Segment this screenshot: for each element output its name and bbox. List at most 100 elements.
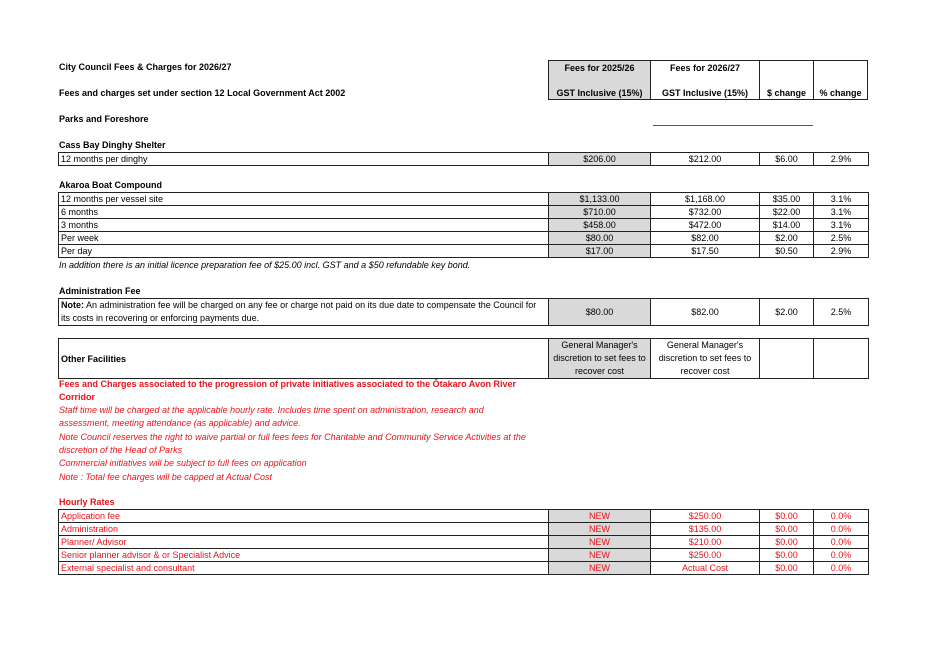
fee-prev: $206.00 bbox=[548, 152, 651, 166]
pct-change: 0.0% bbox=[813, 561, 869, 575]
section-heading: Parks and Foreshore bbox=[59, 114, 149, 124]
dollar-change: $35.00 bbox=[759, 192, 814, 206]
header-fees-prev-label: Fees for 2025/26 bbox=[564, 63, 635, 73]
pct-change: 2.9% bbox=[813, 152, 869, 166]
dollar-change: $6.00 bbox=[759, 152, 814, 166]
pct-change: 3.1% bbox=[813, 205, 869, 219]
fee-description: External specialist and consultant bbox=[58, 561, 549, 575]
avon-note-line: discretion of the Head of Parks bbox=[59, 444, 183, 455]
fee-new: $250.00 bbox=[650, 509, 760, 523]
fee-new: $82.00 bbox=[650, 298, 760, 326]
admin-fee-table: Note: An administration fee will be char… bbox=[58, 298, 869, 326]
header-dollar-change: $ change bbox=[759, 60, 814, 100]
fee-prev: NEW bbox=[548, 548, 651, 562]
table-row: Senior planner advisor & or Specialist A… bbox=[58, 548, 869, 562]
table-row: Other Facilities General Manager's discr… bbox=[58, 338, 869, 379]
fee-description: Application fee bbox=[58, 509, 549, 523]
pct-change: 0.0% bbox=[813, 548, 869, 562]
akaroa-heading: Akaroa Boat Compound bbox=[59, 180, 163, 190]
table-row: Note: An administration fee will be char… bbox=[58, 298, 869, 326]
fee-prev: $458.00 bbox=[548, 218, 651, 232]
header-gst-new-label: GST Inclusive (15%) bbox=[661, 88, 749, 98]
header-fees-prev: Fees for 2025/26 GST Inclusive (15%) bbox=[548, 60, 651, 100]
akaroa-note: In addition there is an initial licence … bbox=[59, 260, 471, 270]
dollar-change bbox=[759, 338, 814, 379]
note-label: Note: bbox=[61, 300, 84, 310]
fee-description: Senior planner advisor & or Specialist A… bbox=[58, 548, 549, 562]
document-subtitle: Fees and charges set under section 12 Lo… bbox=[59, 88, 346, 98]
dollar-change: $0.00 bbox=[759, 522, 814, 536]
dollar-change: $0.50 bbox=[759, 244, 814, 258]
akaroa-table: 12 months per vessel site$1,133.00$1,168… bbox=[58, 192, 869, 258]
header-gst-prev-label: GST Inclusive (15%) bbox=[556, 88, 643, 98]
fee-prev: General Manager's discretion to set fees… bbox=[548, 338, 651, 379]
avon-heading: Fees and Charges associated to the progr… bbox=[59, 379, 516, 389]
fee-description: Per week bbox=[58, 231, 549, 245]
pct-change bbox=[813, 338, 869, 379]
dollar-change: $0.00 bbox=[759, 535, 814, 549]
fee-new: $135.00 bbox=[650, 522, 760, 536]
dollar-change: $22.00 bbox=[759, 205, 814, 219]
header-pct-change: % change bbox=[813, 60, 868, 100]
avon-heading-cont: Corridor bbox=[59, 392, 95, 402]
dollar-change: $14.00 bbox=[759, 218, 814, 232]
pct-change: 0.0% bbox=[813, 535, 869, 549]
dollar-change: $0.00 bbox=[759, 509, 814, 523]
fee-prev: NEW bbox=[548, 535, 651, 549]
pct-change: 2.5% bbox=[813, 231, 869, 245]
other-facilities-table: Other Facilities General Manager's discr… bbox=[58, 338, 869, 379]
fee-prev: NEW bbox=[548, 561, 651, 575]
fee-description: 12 months per dinghy bbox=[58, 152, 549, 166]
fee-new: $210.00 bbox=[650, 535, 760, 549]
fee-description: 3 months bbox=[58, 218, 549, 232]
fee-prev: NEW bbox=[548, 509, 651, 523]
avon-note-line: assessment, meeting attendance (as appli… bbox=[59, 418, 301, 429]
fee-new: $250.00 bbox=[650, 548, 760, 562]
avon-note-line: Note Council reserves the right to waive… bbox=[59, 431, 526, 442]
dollar-change: $0.00 bbox=[759, 548, 814, 562]
pct-change: 2.5% bbox=[813, 298, 869, 326]
fee-new: General Manager's discretion to set fees… bbox=[650, 338, 760, 379]
dollar-change: $2.00 bbox=[759, 298, 814, 326]
header-dollar-change-label: $ change bbox=[766, 88, 806, 98]
note-text: An administration fee will be charged on… bbox=[61, 300, 537, 323]
pct-change: 0.0% bbox=[813, 522, 869, 536]
fee-prev: $1,133.00 bbox=[548, 192, 651, 206]
cass-bay-heading: Cass Bay Dinghy Shelter bbox=[59, 140, 166, 150]
header-fees-new-label: Fees for 2026/27 bbox=[669, 63, 741, 73]
column-headers: Fees for 2025/26 GST Inclusive (15%) Fee… bbox=[548, 60, 868, 100]
fee-prev: NEW bbox=[548, 522, 651, 536]
dollar-change: $2.00 bbox=[759, 231, 814, 245]
admin-fee-note: Note: An administration fee will be char… bbox=[58, 298, 549, 326]
divider bbox=[653, 125, 813, 126]
fee-new: $732.00 bbox=[650, 205, 760, 219]
pct-change: 2.9% bbox=[813, 244, 869, 258]
fee-new: $82.00 bbox=[650, 231, 760, 245]
fee-description: 12 months per vessel site bbox=[58, 192, 549, 206]
fee-prev: $80.00 bbox=[548, 231, 651, 245]
fee-new: $472.00 bbox=[650, 218, 760, 232]
fee-description: 6 months bbox=[58, 205, 549, 219]
fee-prev: $80.00 bbox=[548, 298, 651, 326]
fee-description: Per day bbox=[58, 244, 549, 258]
fee-description: Administration bbox=[58, 522, 549, 536]
fee-new: $17.50 bbox=[650, 244, 760, 258]
avon-note-line: Staff time will be charged at the applic… bbox=[59, 405, 484, 415]
other-facilities-label: Other Facilities bbox=[58, 338, 549, 379]
fee-new: $1,168.00 bbox=[650, 192, 760, 206]
fee-prev: $17.00 bbox=[548, 244, 651, 258]
pct-change: 3.1% bbox=[813, 192, 869, 206]
header-fees-new: Fees for 2026/27 GST Inclusive (15%) bbox=[650, 60, 760, 100]
avon-note-line: Commercial initiatives will be subject t… bbox=[59, 458, 307, 469]
pct-change: 3.1% bbox=[813, 218, 869, 232]
